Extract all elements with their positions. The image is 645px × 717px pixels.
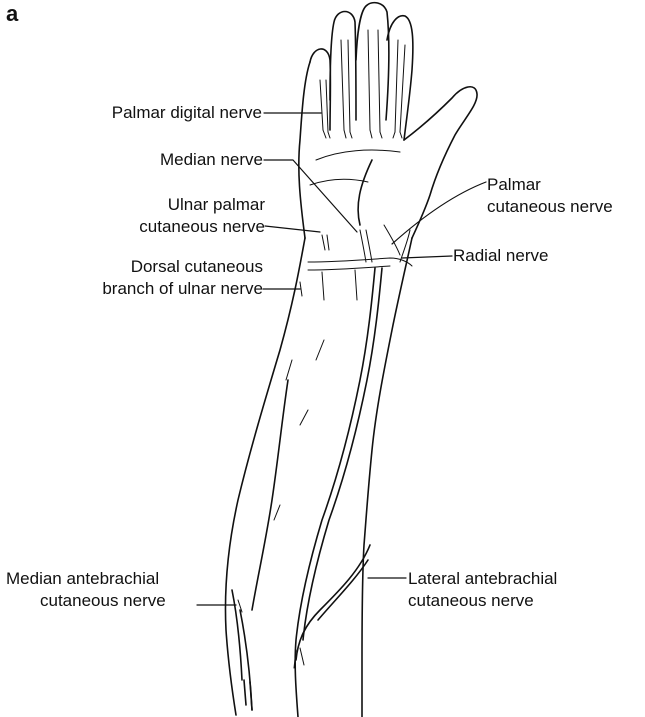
branch-ticks: [238, 340, 324, 668]
label-median-nerve: Median nerve: [160, 149, 263, 171]
label-radial-nerve: Radial nerve: [453, 245, 548, 267]
forearm-outline: [226, 238, 413, 717]
digital-nerves: [320, 30, 405, 138]
label-dorsal-cutaneous-branch: Dorsal cutaneous branch of ulnar nerve: [102, 256, 263, 300]
leader-lines: [197, 113, 486, 605]
hand-outline: [299, 3, 477, 238]
label-ulnar-palmar-cutaneous-nerve: Ulnar palmar cutaneous nerve: [139, 194, 265, 238]
label-palmar-cutaneous-nerve: Palmar cutaneous nerve: [487, 174, 613, 218]
panel-letter: a: [6, 1, 18, 27]
wrist-nerves: [300, 225, 412, 300]
label-lateral-antebrachial-cutaneous-nerve: Lateral antebrachial cutaneous nerve: [408, 568, 557, 612]
label-median-antebrachial-cutaneous-nerve: Median antebrachial cutaneous nerve: [6, 568, 166, 612]
label-palmar-digital-nerve: Palmar digital nerve: [112, 102, 262, 124]
